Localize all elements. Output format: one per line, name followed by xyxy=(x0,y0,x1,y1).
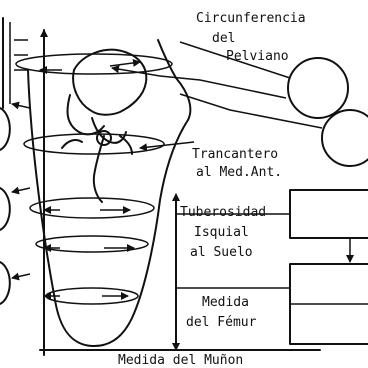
label-trancantero-1: Trancantero xyxy=(192,147,278,162)
label-femur-2: del Fémur xyxy=(186,315,257,330)
femur-shaft xyxy=(94,136,104,202)
internal-arrows xyxy=(12,62,140,296)
label-tuberosidad-1: Tuberosidad xyxy=(180,205,266,220)
leader-trancantero xyxy=(180,94,322,128)
label-tuberosidad-2: Isquial xyxy=(194,225,249,240)
circle-circunferencia xyxy=(288,58,348,118)
top-left-ruler xyxy=(3,18,28,108)
ring-mid xyxy=(36,236,148,252)
left-circle-3 xyxy=(0,262,10,304)
box-tuberosidad xyxy=(290,190,368,238)
ilium xyxy=(73,50,146,115)
text-labels: Circunferencia del Pelviano Trancantero … xyxy=(118,11,306,368)
ring-ischial xyxy=(30,198,154,218)
left-partial-circles xyxy=(0,108,10,304)
label-circunferencia-2: del xyxy=(212,31,235,46)
ring-pelvis xyxy=(16,54,172,74)
label-circunferencia-3: Pelviano xyxy=(226,49,289,64)
label-femur-1: Medida xyxy=(202,295,249,310)
label-circunferencia-1: Circunferencia xyxy=(196,11,306,26)
label-trancantero-2: al Med.Ant. xyxy=(196,165,282,180)
pubis xyxy=(62,140,82,148)
label-munon: Medida del Muñon xyxy=(118,353,243,368)
left-circle-2 xyxy=(0,188,10,230)
circle-trancantero xyxy=(322,110,368,166)
leader-circunferencia-bottom xyxy=(160,76,286,98)
left-circle-1 xyxy=(0,108,10,150)
label-tuberosidad-3: al Suelo xyxy=(190,245,253,260)
